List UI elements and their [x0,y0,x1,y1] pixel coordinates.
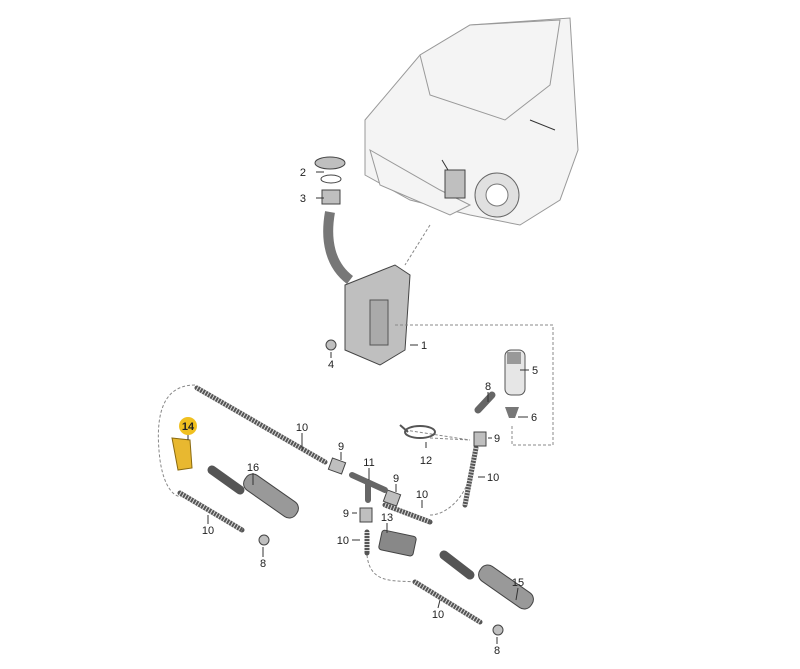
label-4: 4 [328,359,334,371]
hoses [177,385,483,625]
label-8: 8 [485,381,491,393]
connection-line [366,554,416,583]
connection-line [404,224,431,266]
label-9: 9 [338,441,344,453]
filler-neck [323,211,354,284]
label-1: 1 [421,340,427,352]
label-12: 12 [420,455,432,467]
label-10: 10 [296,422,308,434]
label-14: 14 [182,421,195,433]
label-2: 2 [300,167,306,179]
washer-pump [474,349,526,418]
label-5: 5 [532,365,538,377]
label-11: 11 [363,457,374,469]
t-piece [349,472,388,503]
connectors [327,424,487,557]
label-9: 9 [494,433,500,445]
label-3: 3 [300,193,306,205]
label-9: 9 [343,508,349,520]
car-illustration [364,17,579,226]
connection-line [429,469,471,516]
label-6: 6 [531,412,537,424]
connection-line [395,324,554,446]
label-8: 8 [260,558,266,570]
highlight-badge [179,417,197,435]
label-9: 9 [393,473,399,485]
label-10: 10 [487,472,499,484]
control-unit [378,529,417,557]
label-16: 16 [247,462,259,474]
label-13: 13 [381,512,393,524]
washer-reservoir [325,264,411,366]
label-8: 8 [494,645,500,657]
connection-line [404,429,471,441]
connection-line [157,384,196,498]
label-15: 15 [512,577,524,589]
cable-tie [404,425,436,439]
headlight-washer-nozzle-right [439,550,534,636]
label-10: 10 [337,535,349,547]
label-10: 10 [202,525,214,537]
bracket-highlighted [171,437,193,471]
label-10: 10 [432,609,444,621]
label-10: 10 [416,489,428,501]
filler-cap [314,156,346,205]
headlight-washer-nozzle-left [207,465,299,546]
